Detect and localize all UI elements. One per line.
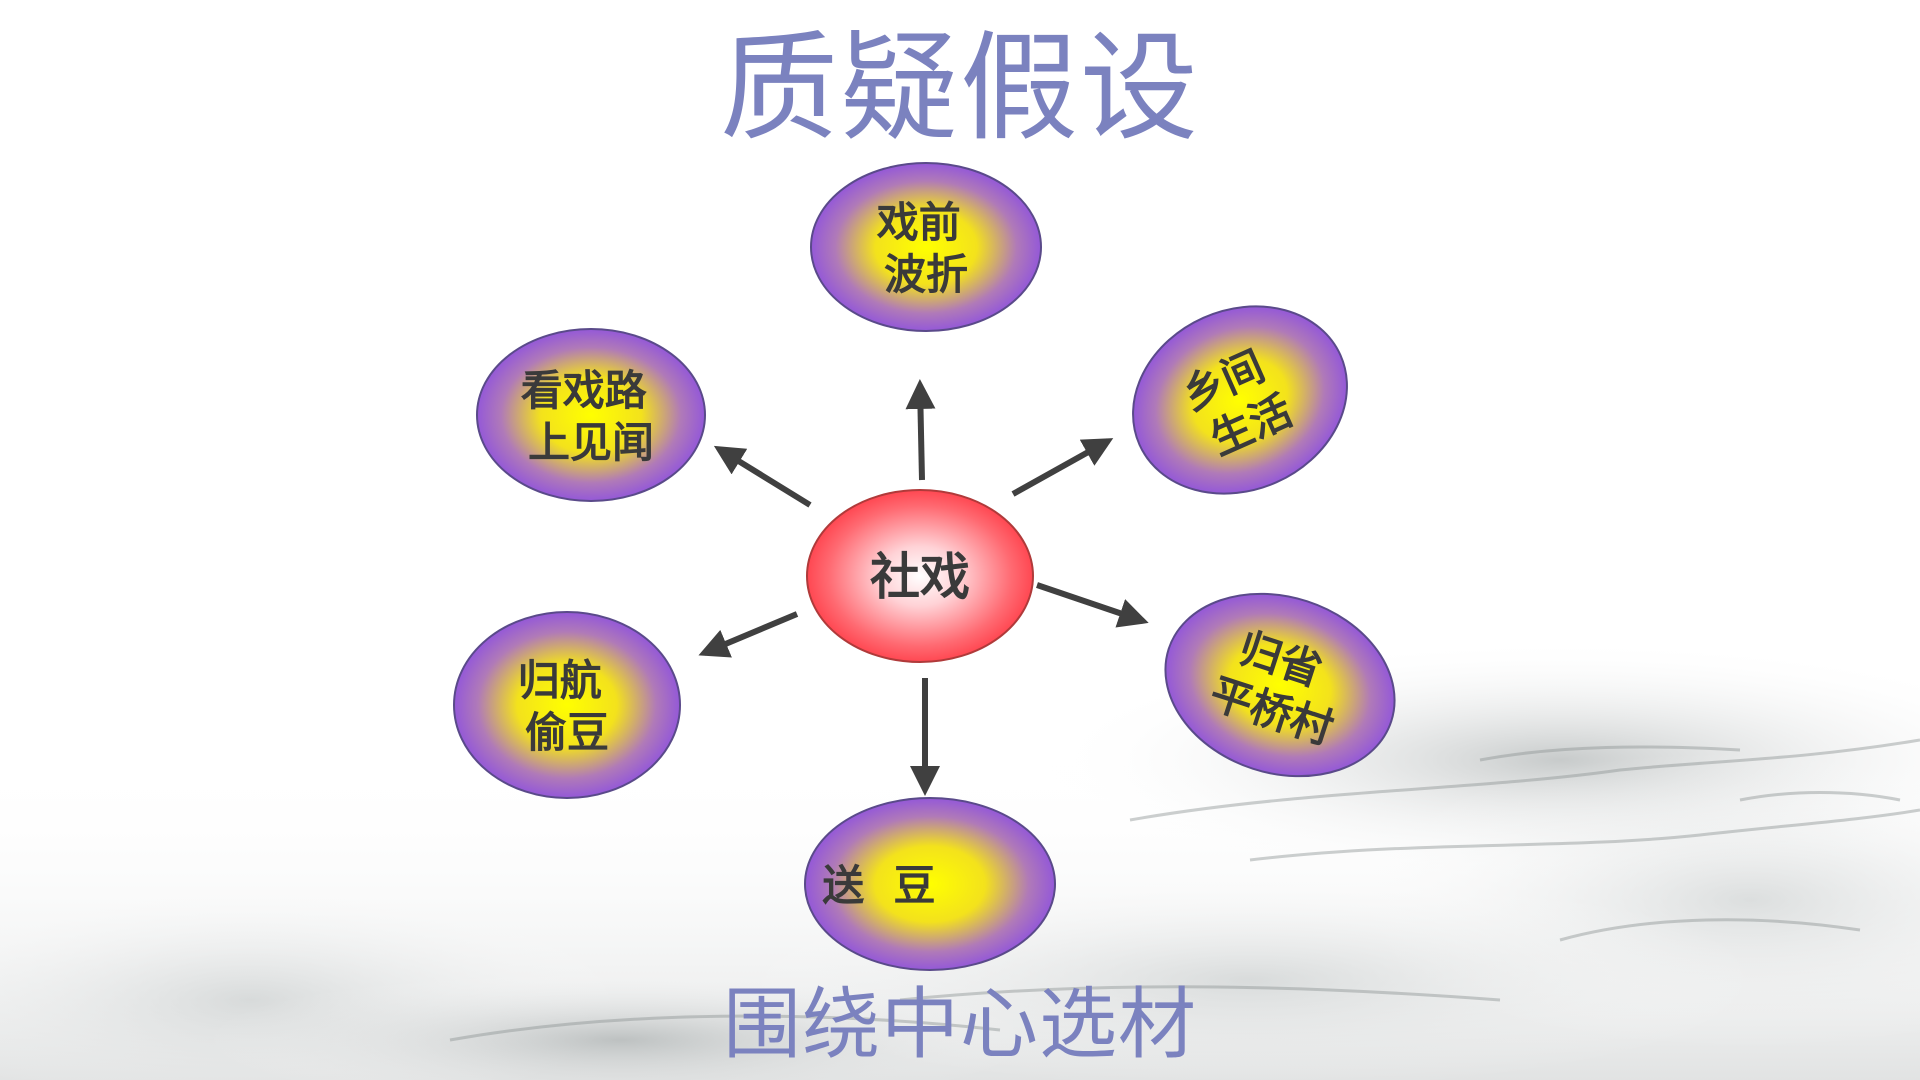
node-upper-right: 乡间 生活 bbox=[1132, 305, 1348, 495]
node-bottom-label: 送 豆 bbox=[822, 861, 1038, 910]
node-top: 戏前 波折 bbox=[810, 162, 1042, 332]
node-lower-left: 归航 偷豆 bbox=[453, 611, 681, 799]
node-lower-left-line-2: 偷豆 bbox=[525, 708, 609, 757]
node-upper-left-line-2: 上见闻 bbox=[528, 418, 654, 467]
node-top-line-2: 波折 bbox=[884, 250, 968, 299]
arrow-to-upper-left bbox=[713, 445, 812, 508]
center-node-label: 社戏 bbox=[870, 548, 970, 606]
node-lower-left-label: 归航 偷豆 bbox=[518, 656, 617, 757]
connector-arrows bbox=[698, 379, 1149, 796]
slide-subtitle: 围绕中心选材 bbox=[722, 980, 1197, 1070]
node-upper-left-line-1: 看戏路 bbox=[521, 366, 648, 415]
node-bottom-line-1: 送 豆 bbox=[822, 861, 935, 910]
arrow-to-lower-right bbox=[1036, 582, 1149, 628]
node-lower-left-line-1: 归航 bbox=[518, 656, 602, 705]
node-upper-left-label: 看戏路 上见闻 bbox=[521, 366, 662, 467]
slide-title: 质疑假设 bbox=[719, 19, 1200, 157]
node-top-line-1: 戏前 bbox=[877, 198, 961, 247]
node-bottom: 送 豆 bbox=[804, 797, 1056, 971]
node-top-label: 戏前 波折 bbox=[877, 198, 976, 299]
arrow-to-top bbox=[905, 379, 936, 481]
node-upper-left: 看戏路 上见闻 bbox=[476, 328, 706, 502]
arrow-to-upper-right bbox=[1011, 438, 1114, 497]
node-lower-right: 归省 平桥村 bbox=[1164, 592, 1396, 778]
center-node: 社戏 bbox=[806, 489, 1034, 663]
arrow-to-lower-left bbox=[698, 611, 799, 658]
